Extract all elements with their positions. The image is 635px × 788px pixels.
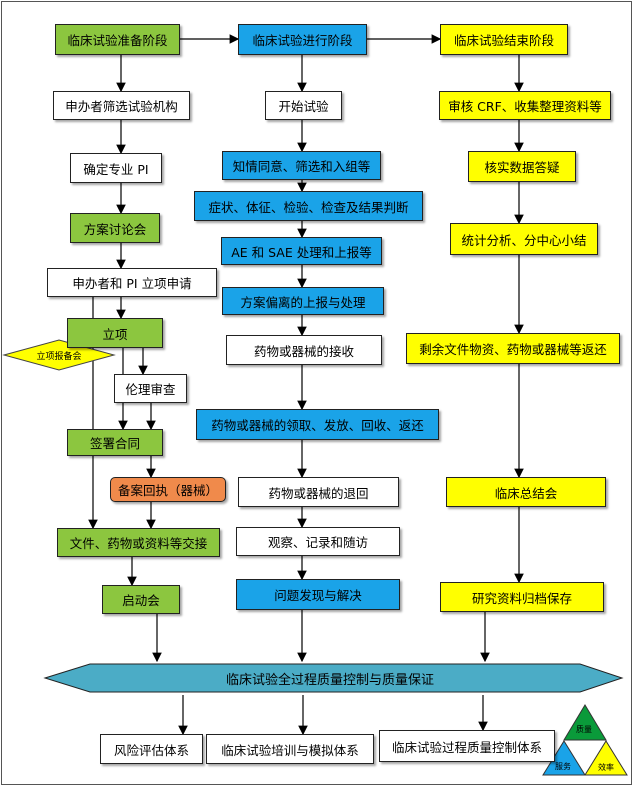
end-step-1: 审核 CRF、收集整理资料等	[439, 91, 611, 120]
run-step-9: 观察、记录和随访	[236, 527, 400, 556]
system-risk: 风险评估体系	[100, 734, 203, 764]
triangle-label-efficiency: 效率	[598, 763, 614, 772]
prep-step-10: 启动会	[102, 585, 180, 614]
prep-step-4: 申办者和 PI 立项申请	[47, 268, 217, 297]
system-process-qc: 临床试验过程质量控制体系	[379, 730, 555, 762]
triangle-label-quality: 质量	[576, 725, 592, 734]
prep-header: 临床试验准备阶段	[55, 24, 180, 55]
run-step-3: 症状、体征、检验、检查及结果判断	[194, 191, 423, 221]
run-step-4: AE 和 SAE 处理和上报等	[221, 237, 382, 265]
system-training: 临床试验培训与模拟体系	[206, 734, 374, 764]
prep-step-7: 签署合同	[67, 429, 163, 456]
prep-step-8: 备案回执（器械）	[110, 477, 226, 502]
prep-step-3: 方案讨论会	[70, 213, 160, 243]
qc-bar: 临床试验全过程质量控制与质量保证	[225, 672, 434, 688]
end-step-4: 剩余文件物资、药物或器械等返还	[406, 333, 620, 364]
run-header: 临床试验进行阶段	[238, 24, 367, 55]
triangle-label-service: 服务	[555, 762, 571, 771]
end-step-6: 研究资料归档保存	[440, 582, 604, 612]
prep-step-5: 立项	[67, 318, 163, 348]
prep-step-9: 文件、药物或资料等交接	[57, 528, 220, 557]
run-step-5: 方案偏离的上报与处理	[222, 287, 384, 315]
end-step-5: 临床总结会	[446, 477, 606, 507]
run-step-2: 知情同意、筛选和入组等	[222, 151, 381, 180]
end-header: 临床试验结束阶段	[440, 24, 568, 55]
end-step-2: 核实数据答疑	[468, 151, 576, 182]
prep-step-2: 确定专业 PI	[70, 153, 162, 183]
side-note-diamond: 立项报备会	[36, 351, 82, 362]
run-step-6: 药物或器械的接收	[226, 335, 382, 365]
run-step-1: 开始试验	[265, 91, 342, 120]
run-step-7: 药物或器械的领取、发放、回收、返还	[196, 409, 439, 440]
run-step-8: 药物或器械的退回	[238, 477, 399, 507]
prep-step-1: 申办者筛选试验机构	[53, 91, 190, 120]
prep-step-6: 伦理审查	[114, 374, 187, 403]
end-step-3: 统计分析、分中心小结	[450, 223, 598, 255]
run-step-10: 问题发现与解决	[236, 579, 400, 610]
